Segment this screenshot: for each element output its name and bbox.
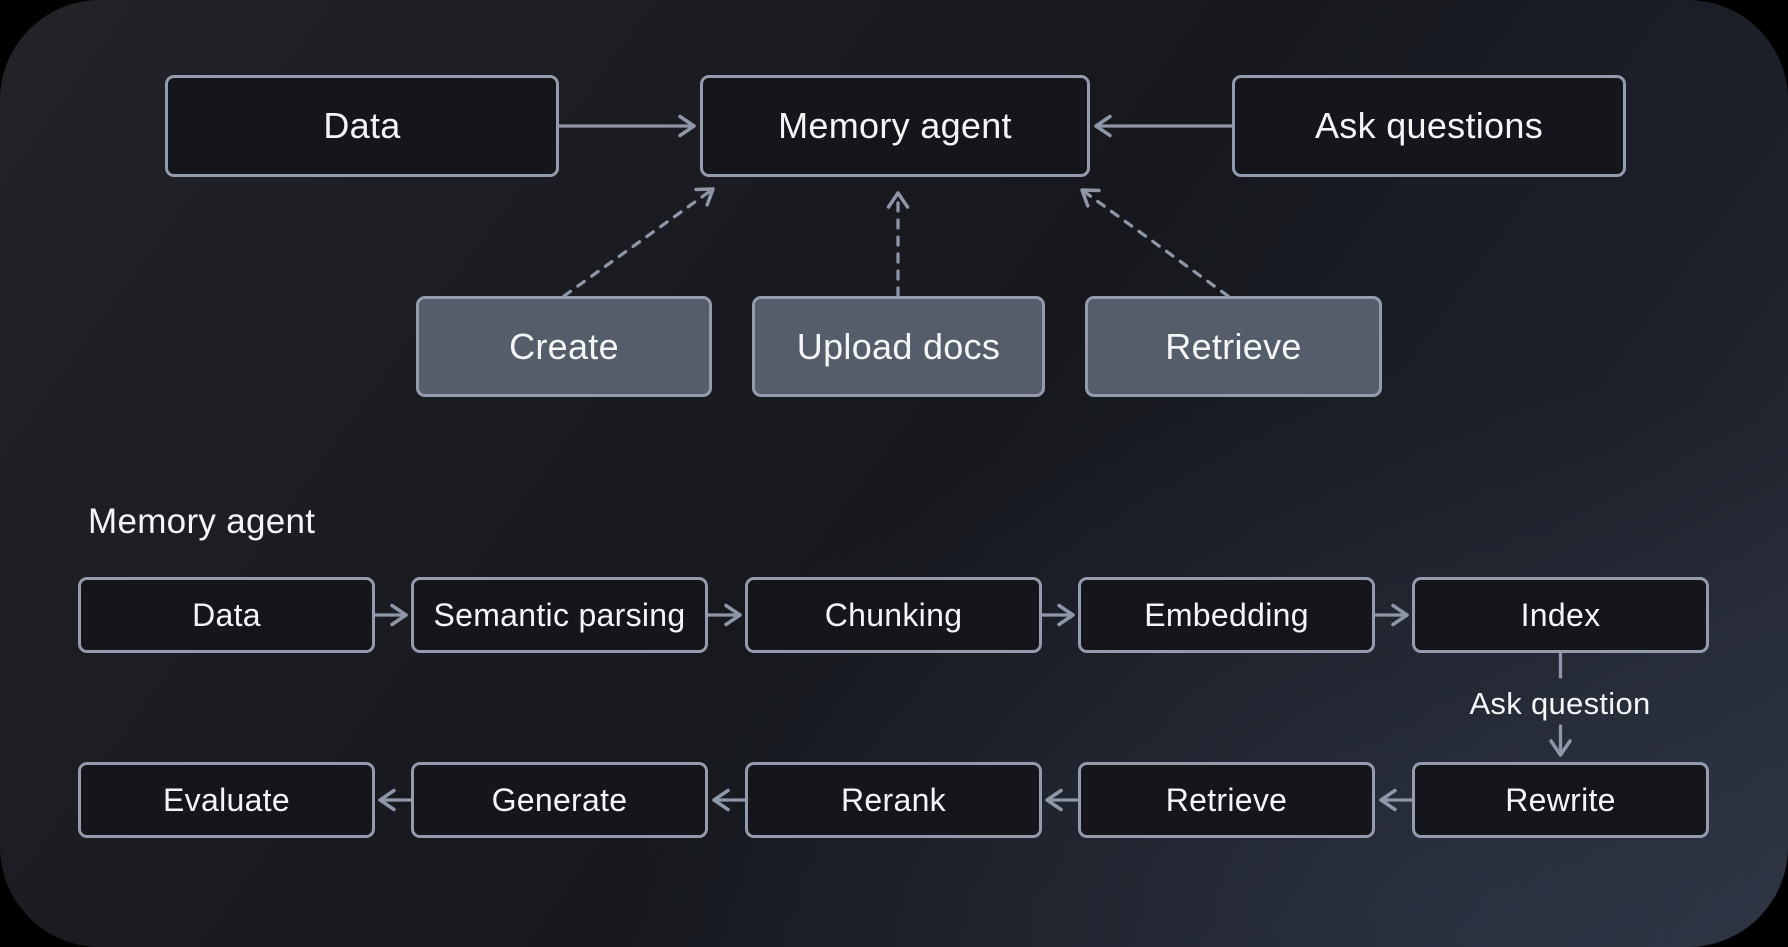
node-ask-questions: Ask questions: [1232, 75, 1626, 177]
node-label: Ask questions: [1314, 105, 1544, 146]
node-memory-agent: Memory agent: [700, 75, 1090, 177]
node-label: Data: [323, 105, 401, 146]
node-label: Retrieve: [1165, 325, 1302, 367]
node-label: Generate: [491, 781, 628, 818]
node-label: Memory agent: [778, 105, 1012, 146]
node-label: Evaluate: [163, 781, 290, 818]
node-index: Index: [1412, 577, 1709, 653]
node-rerank: Rerank: [745, 762, 1042, 838]
node-label: Upload docs: [796, 325, 1001, 367]
node-label: Create: [509, 325, 619, 367]
edge-create-to-memory-agent: [562, 187, 715, 298]
node-pipeline-retrieve: Retrieve: [1078, 762, 1375, 838]
node-label: Chunking: [824, 596, 963, 633]
node-label: Semantic parsing: [433, 596, 686, 633]
section-title-memory-agent: Memory agent: [88, 502, 316, 541]
node-evaluate: Evaluate: [78, 762, 375, 838]
node-embedding: Embedding: [1078, 577, 1375, 653]
node-upload-docs: Upload docs: [752, 296, 1045, 397]
node-data-source: Data: [165, 75, 559, 177]
node-label: Data: [192, 596, 261, 633]
node-label: Retrieve: [1165, 781, 1288, 818]
node-label: Rewrite: [1505, 781, 1616, 818]
node-label: Rerank: [841, 781, 946, 818]
node-label: Index: [1520, 596, 1601, 633]
node-label: Embedding: [1144, 596, 1309, 633]
node-semantic-parsing: Semantic parsing: [411, 577, 708, 653]
node-chunking: Chunking: [745, 577, 1042, 653]
node-retrieve-action: Retrieve: [1085, 296, 1382, 397]
node-generate: Generate: [411, 762, 708, 838]
edge-retrieve-to-memory-agent: [1080, 188, 1230, 298]
edge-label-ask-question: Ask question: [1469, 686, 1651, 721]
node-create: Create: [416, 296, 712, 397]
node-pipeline-data: Data: [78, 577, 375, 653]
node-rewrite: Rewrite: [1412, 762, 1709, 838]
